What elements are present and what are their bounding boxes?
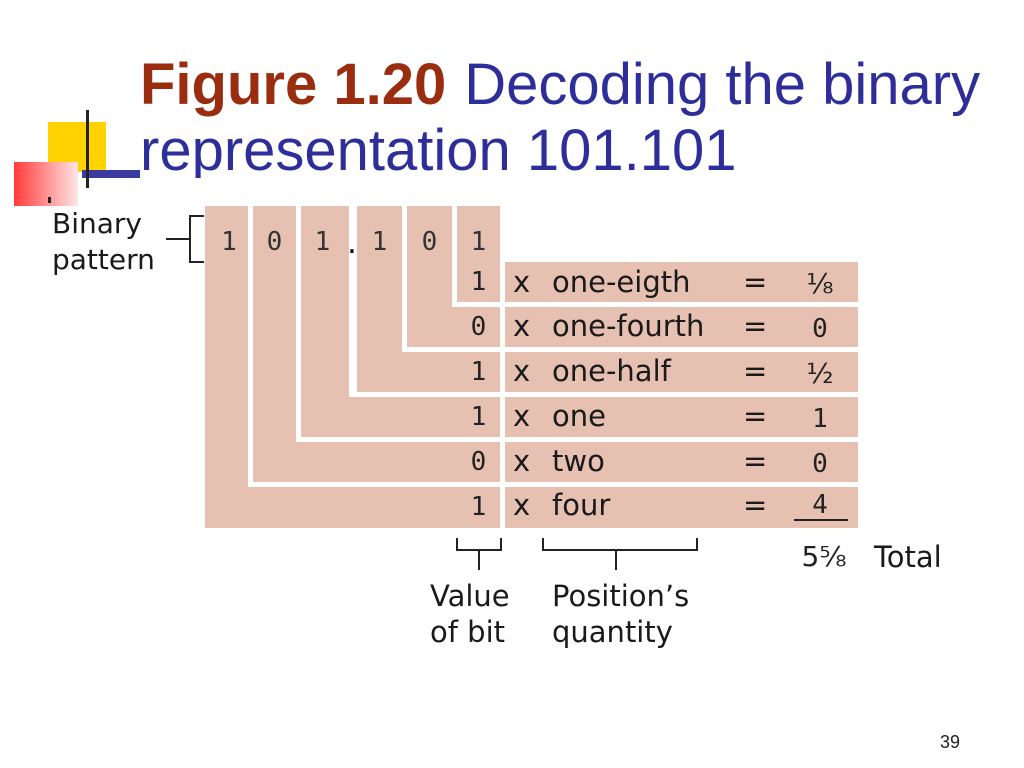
row-equals: = <box>743 444 768 478</box>
row-bit: 1 <box>470 402 487 432</box>
row-band-one-fourth <box>407 307 500 347</box>
positions-quantity-label: Position’s quantity <box>552 578 689 650</box>
row-equals: = <box>743 265 768 299</box>
binary-pattern-bracket <box>166 215 204 263</box>
bit-digit: 1 <box>470 227 487 257</box>
row-times: x <box>513 309 531 343</box>
row-times: x <box>513 444 531 478</box>
positions-quantity-label-line1: Position’s <box>552 579 690 613</box>
bit-digit: 1 <box>314 227 331 257</box>
bit-digit: 0 <box>266 227 283 257</box>
row-bit: 1 <box>470 357 487 387</box>
row-bit: 1 <box>470 492 487 522</box>
total-value: 5⅝ <box>801 540 847 573</box>
row-equals: = <box>743 354 768 388</box>
value-of-bit-label-line2: of bit <box>430 615 506 649</box>
row-band-one-half <box>357 352 500 392</box>
decoration-dot <box>48 197 51 203</box>
positions-quantity-bracket <box>542 538 698 570</box>
sum-underline <box>794 519 848 521</box>
row-bit: 0 <box>470 312 487 342</box>
row-times: x <box>513 399 531 433</box>
row-quantity: two <box>552 444 605 478</box>
row-value: ⅛ <box>806 267 834 300</box>
binary-pattern-label-line1: Binary <box>52 207 142 240</box>
row-value: 4 <box>812 490 828 520</box>
decoration-red-square <box>14 162 78 206</box>
value-of-bit-label: Value of bit <box>430 578 510 650</box>
row-equals: = <box>743 399 768 433</box>
row-times: x <box>513 488 531 522</box>
row-right-2 <box>505 307 858 347</box>
decoration-blue-bar <box>82 170 140 178</box>
bit-cell-2 <box>253 206 296 482</box>
bit-cell-6 <box>457 206 500 302</box>
row-right-1 <box>505 262 858 302</box>
row-right-6 <box>505 487 858 528</box>
row-bit: 0 <box>470 447 487 477</box>
row-right-4 <box>505 397 858 437</box>
slide-number: 39 <box>939 732 961 752</box>
row-value: 0 <box>812 449 828 479</box>
title-caption: Decoding the binary representation 101.1… <box>140 52 981 178</box>
radix-point: . <box>344 230 360 260</box>
row-quantity: four <box>552 488 611 522</box>
row-times: x <box>513 354 531 388</box>
row-right-3 <box>505 352 858 392</box>
row-right-5 <box>505 442 858 482</box>
row-quantity: one-eigth <box>552 265 691 299</box>
binary-pattern-label-line2: pattern <box>52 243 155 276</box>
bit-digit: 1 <box>371 227 388 257</box>
row-band-two <box>253 442 500 482</box>
row-equals: = <box>743 488 768 522</box>
title-figure-number: Figure 1.20 <box>140 52 447 117</box>
value-of-bit-bracket <box>456 538 502 570</box>
row-quantity: one-half <box>552 354 671 388</box>
row-value: 1 <box>812 404 828 434</box>
row-quantity: one <box>552 399 606 433</box>
binary-pattern-label: Binary pattern <box>52 206 155 278</box>
total-label: Total <box>874 540 942 574</box>
bit-digit: 1 <box>221 227 237 257</box>
row-value: 0 <box>812 314 828 344</box>
row-band-four <box>205 487 500 528</box>
decoration-vertical-line <box>86 110 89 188</box>
bit-cell-1 <box>205 206 248 528</box>
row-band-one <box>301 397 500 437</box>
bit-digit: 0 <box>421 227 438 257</box>
row-quantity: one-fourth <box>552 309 705 343</box>
row-times: x <box>513 265 531 299</box>
value-of-bit-label-line1: Value <box>430 579 510 613</box>
row-bit: 1 <box>470 267 487 297</box>
row-equals: = <box>743 309 768 343</box>
positions-quantity-label-line2: quantity <box>552 615 673 649</box>
row-value: ½ <box>806 357 834 390</box>
